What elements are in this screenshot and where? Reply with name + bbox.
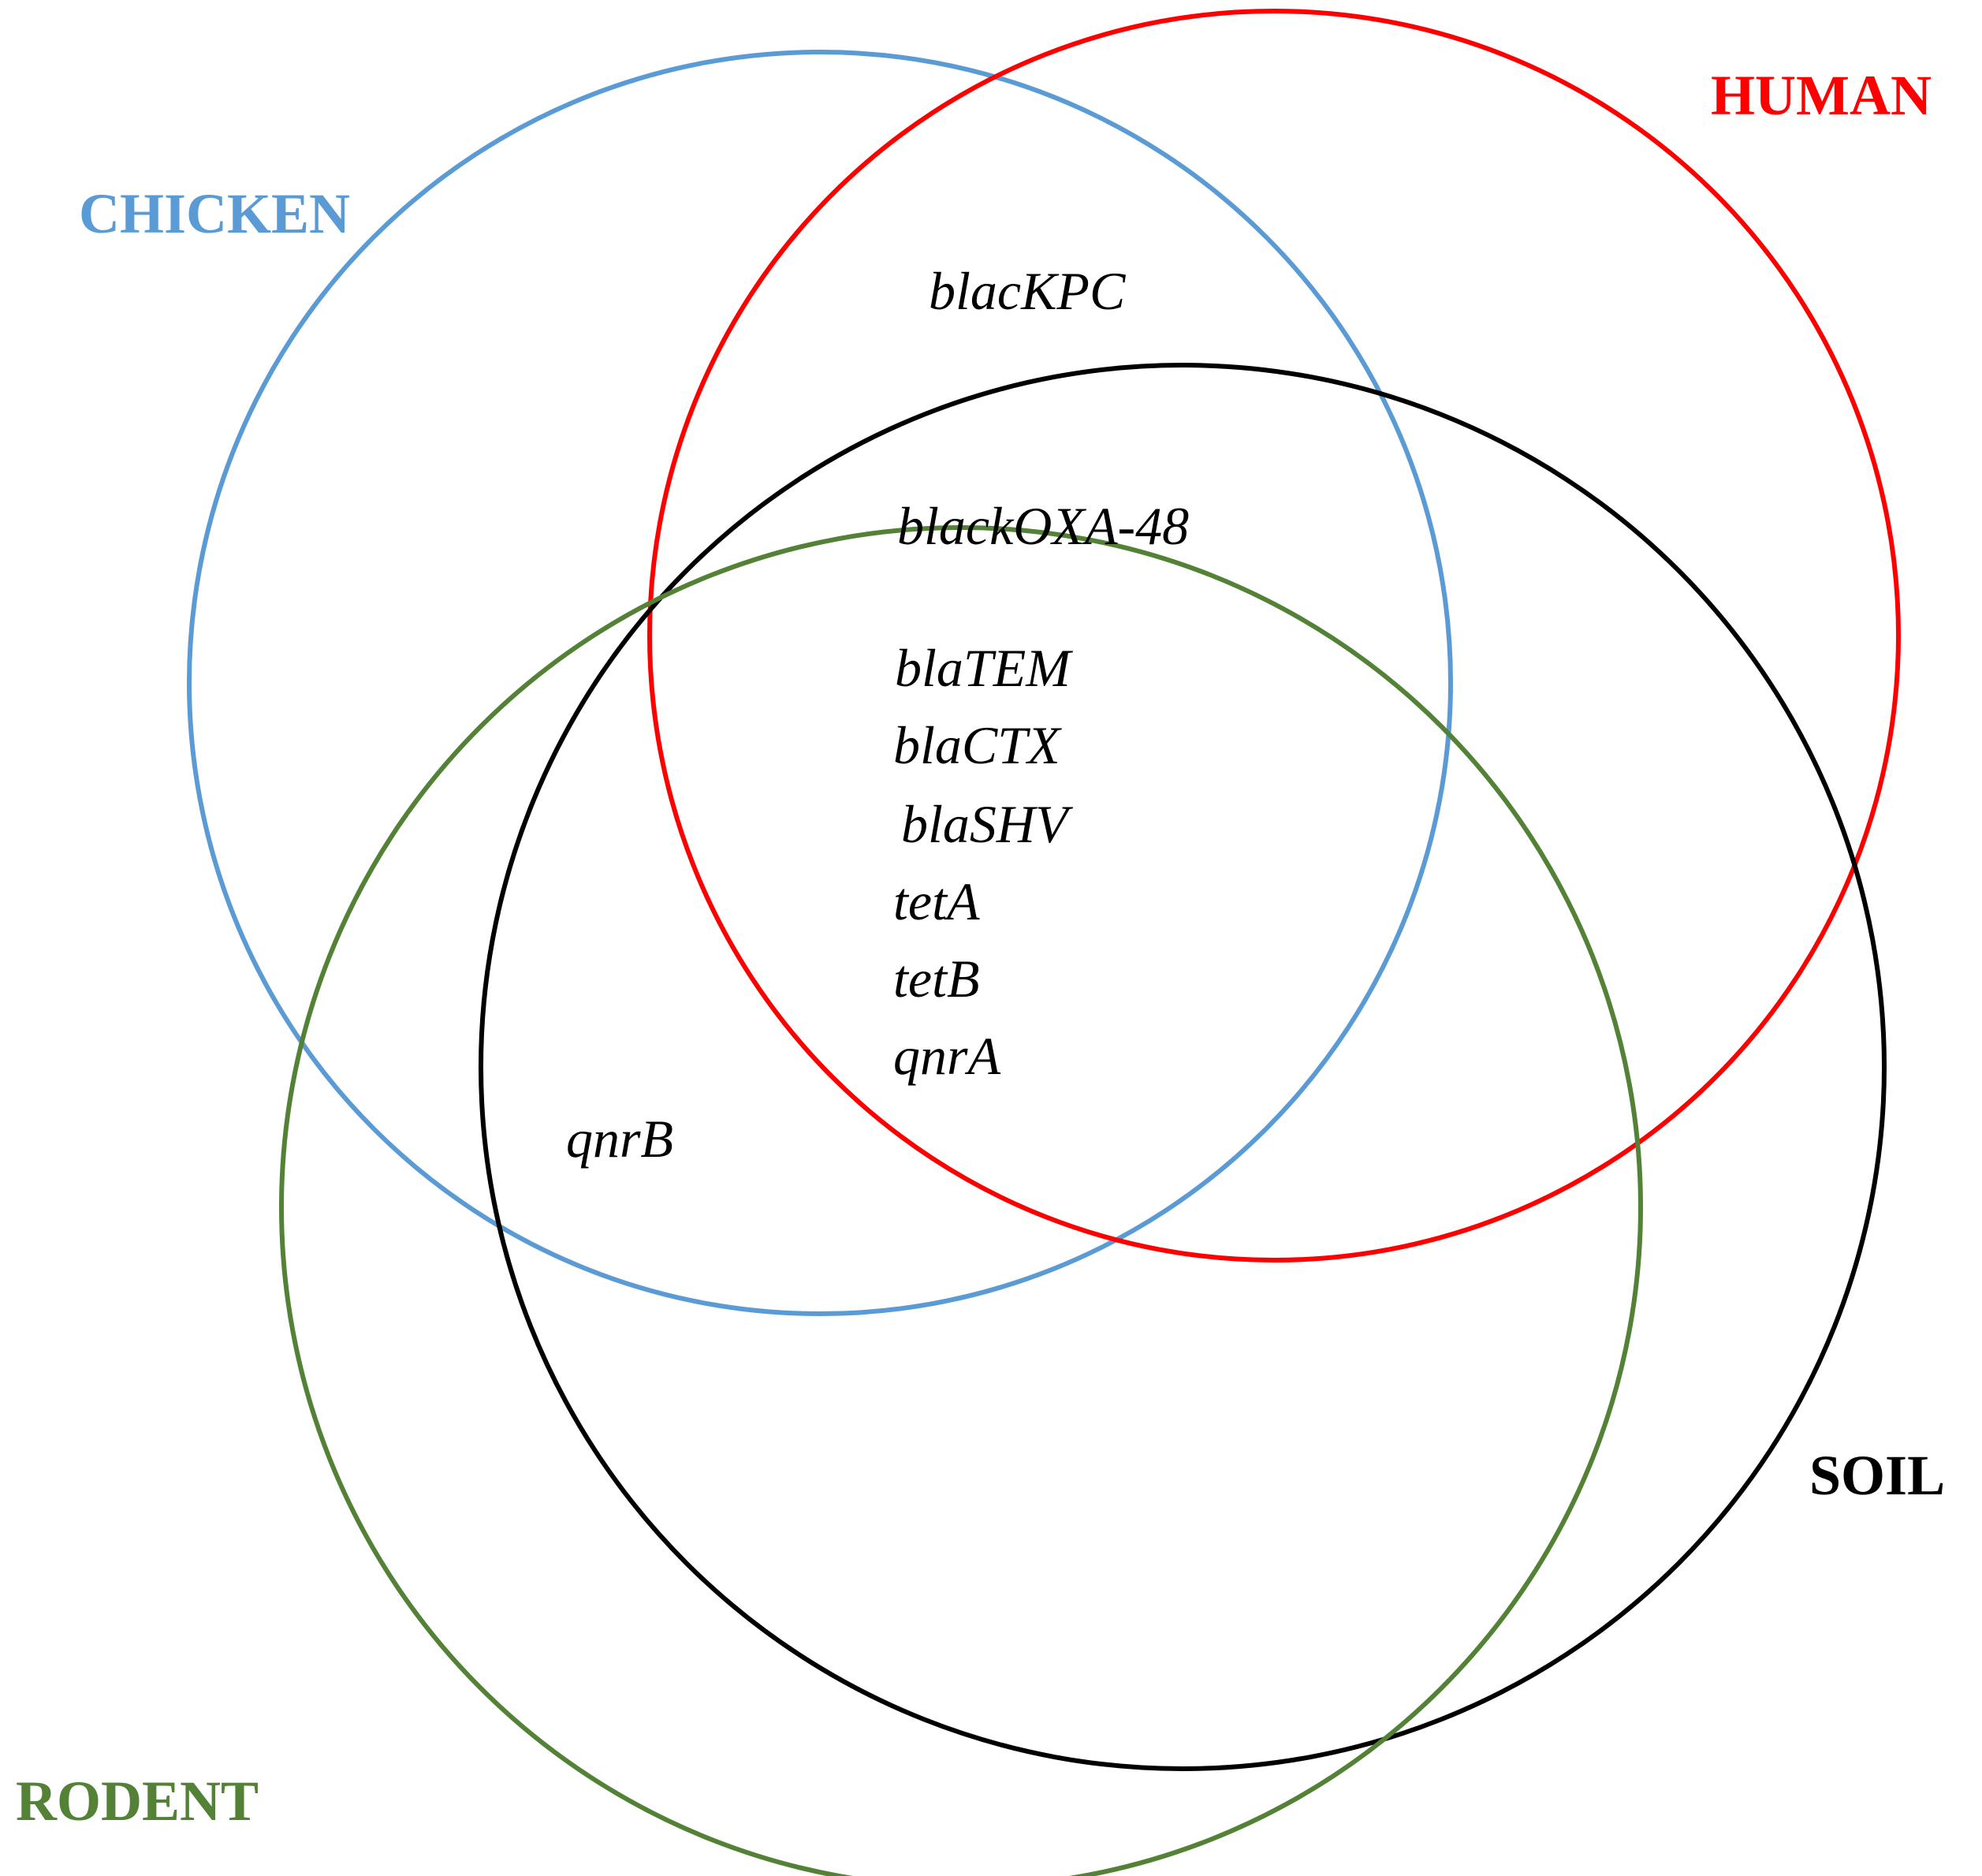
gene-blactx: blaCTX <box>893 715 1062 775</box>
gene-qnra: qnrA <box>893 1026 1000 1086</box>
gene-blatem: blaTEM <box>895 638 1073 698</box>
gene-blackpc: blacKPC <box>929 261 1126 321</box>
gene-blackoxa-48: blackOXA-48 <box>897 496 1189 556</box>
human-circle <box>647 9 1901 1262</box>
gene-qnrb: qnrB <box>566 1109 673 1169</box>
rodent-label: RODENT <box>16 1770 259 1833</box>
gene-tetb: tetB <box>893 949 980 1009</box>
chicken-circle <box>187 50 1453 1316</box>
gene-teta: tetA <box>893 871 980 931</box>
soil-label: SOIL <box>1809 1444 1945 1507</box>
chicken-label: CHICKEN <box>79 182 350 245</box>
gene-blashv: blaSHV <box>901 794 1074 854</box>
rodent-circle <box>279 525 1643 1876</box>
human-label: HUMAN <box>1711 64 1932 127</box>
soil-circle <box>479 363 1887 1771</box>
